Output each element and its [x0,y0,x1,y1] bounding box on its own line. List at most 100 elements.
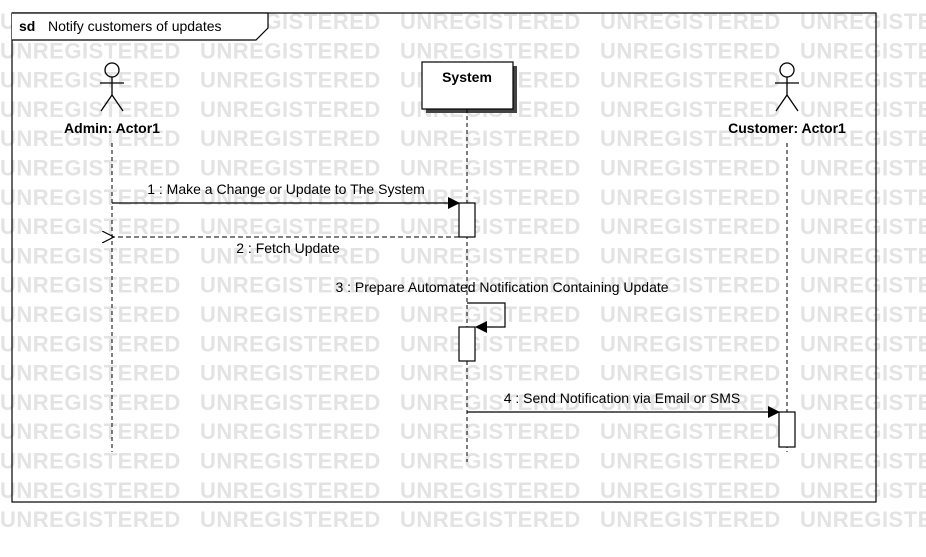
stick-figure-icon [775,62,799,112]
watermark-text: UNREGISTERED [600,243,781,268]
watermark-text: UNREGISTERED [800,449,926,474]
watermark-text: UNREGISTERED [600,214,781,239]
watermark-text: UNREGISTERED [200,156,381,181]
watermark-text: UNREGISTERED [0,185,181,210]
watermark-text: UNREGISTERED [400,478,581,503]
watermark-text: UNREGISTERED [800,390,926,415]
watermark-text: UNREGISTERED [200,507,381,532]
message-3-arrow [467,302,506,333]
watermark-text: UNREGISTERED [400,302,581,327]
watermark-text: UNREGISTERED [200,419,381,444]
watermark-text: UNREGISTERED [0,97,181,122]
diagram-frame [11,12,877,503]
watermark-text: UNREGISTERED [0,68,181,93]
watermark-text: UNREGISTERED [200,478,381,503]
participant-system[interactable]: System [421,61,517,113]
watermark-text: UNREGISTERED [400,449,581,474]
watermark-text: UNREGISTERED [800,97,926,122]
watermark-text: UNREGISTERED [200,302,381,327]
watermark-text: UNREGISTERED [0,243,181,268]
watermark-text: UNREGISTERED [0,478,181,503]
activation-customer [778,411,796,448]
message-4-label: 4 : Send Notification via Email or SMS [504,390,741,406]
message-2-label: 2 : Fetch Update [236,240,340,256]
watermark-text: UNREGISTERED [0,419,181,444]
watermark-text: UNREGISTERED [800,243,926,268]
watermark-text: UNREGISTERED [400,273,581,298]
message-4[interactable]: 4 : Send Notification via Email or SMS [467,390,780,418]
actor-admin-label: Admin: Actor1 [64,120,160,136]
watermark-text: UNREGISTERED [0,156,181,181]
watermark-text: UNREGISTERED [800,273,926,298]
message-2[interactable]: 2 : Fetch Update [113,237,459,256]
watermark-text: UNREGISTERED [800,478,926,503]
watermark-text: UNREGISTERED [800,361,926,386]
message-3[interactable]: 3 : Prepare Automated Notification Conta… [335,279,669,333]
watermark-text: UNREGISTERED [600,156,781,181]
frame-keyword: sd [19,18,35,34]
watermark-text: UNREGISTERED [800,302,926,327]
watermark-text: UNREGISTERED [200,214,381,239]
watermark-text: UNREGISTERED [400,243,581,268]
watermark-text: UNREGISTERED [400,390,581,415]
stick-figure-icon [100,62,124,112]
watermark-text: UNREGISTERED [400,214,581,239]
watermark-text: UNREGISTERED [600,38,781,63]
watermark-text: UNREGISTERED [0,273,181,298]
system-label: System [442,69,492,85]
watermark-text: UNREGISTERED [600,68,781,93]
watermark-text: UNREGISTERED [600,507,781,532]
watermark-text: UNREGISTERED [800,156,926,181]
watermark-text: UNREGISTERED [600,302,781,327]
watermark-text: UNREGISTERED [0,302,181,327]
watermark-text: UNREGISTERED [0,507,181,532]
watermark-text: UNREGISTERED [0,214,181,239]
watermark-text: UNREGISTERED [200,185,381,210]
watermark-text: UNREGISTERED [600,361,781,386]
actor-customer[interactable]: Customer: Actor1 [728,62,846,136]
actor-customer-label: Customer: Actor1 [728,120,846,136]
frame-title-tab [12,12,269,41]
watermark-text: UNREGISTERED [600,331,781,356]
watermark-text: UNREGISTERED [200,449,381,474]
watermark-text: UNREGISTERED [200,68,381,93]
watermark-text: UNREGISTERED [200,361,381,386]
watermark-text: UNREGISTERED [0,390,181,415]
message-1[interactable]: 1 : Make a Change or Update to The Syste… [112,181,460,209]
watermark-text: UNREGISTERED [200,390,381,415]
watermark-text: UNREGISTERED [600,390,781,415]
watermark-text: UNREGISTERED [400,38,581,63]
watermark: UNREGISTERED UNREGISTERED UNREGISTERED UNRE… [0,9,926,532]
watermark-text: UNREGISTERED [800,214,926,239]
watermark-text: UNREGISTERED [800,419,926,444]
watermark-text: UNREGISTERED [400,419,581,444]
watermark-text: UNREGISTERED [0,38,181,63]
activation-system-2 [458,326,476,362]
message-1-label: 1 : Make a Change or Update to The Syste… [147,181,425,197]
watermark-text: UNREGISTERED [400,126,581,151]
watermark-text: UNREGISTERED [400,361,581,386]
watermark-text: UNREGISTERED [600,273,781,298]
watermark-text: UNREGISTERED [400,331,581,356]
watermark-text: UNREGISTERED [0,449,181,474]
watermark-text: UNREGISTERED [0,126,181,151]
watermark-text: UNREGISTERED [600,97,781,122]
frame-title: Notify customers of updates [48,18,222,34]
watermark-text: UNREGISTERED [200,331,381,356]
watermark-text: UNREGISTERED [0,361,181,386]
watermark-text: UNREGISTERED [0,331,181,356]
watermark-text: UNREGISTERED [200,38,381,63]
watermark-text: UNREGISTERED [800,126,926,151]
watermark-text: UNREGISTERED [200,273,381,298]
watermark-text: UNREGISTERED [600,478,781,503]
message-3-label: 3 : Prepare Automated Notification Conta… [335,279,668,295]
actor-admin[interactable]: Admin: Actor1 [64,62,160,136]
watermark-text: UNREGISTERED [600,126,781,151]
watermark-text: UNREGISTERED [800,68,926,93]
watermark-text: UNREGISTERED [200,97,381,122]
activation-system-1 [458,202,476,238]
watermark-text: UNREGISTERED [400,156,581,181]
watermark-text: UNREGISTERED [600,419,781,444]
